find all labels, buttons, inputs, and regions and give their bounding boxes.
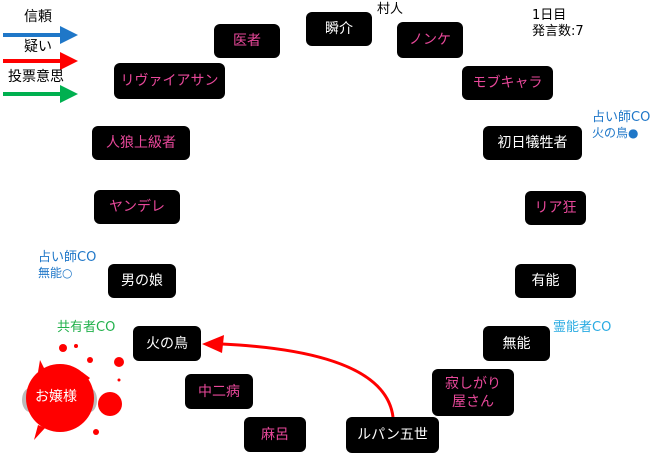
seer-claim-1-title: 占い師CO [592, 110, 651, 125]
player-otokonoko[interactable]: 男の娘 [108, 264, 176, 298]
legend-doubt-label: 疑い [24, 39, 52, 55]
medium-claim: 霊能者CO [553, 320, 612, 335]
player-sabishigariya[interactable]: 寂しがり屋さん [432, 369, 514, 416]
seer-claim-2-result: 無能○ [38, 266, 73, 280]
player-jinro-joukyuusha[interactable]: 人狼上級者 [92, 126, 190, 160]
player-hinotori[interactable]: 火の鳥 [133, 326, 201, 361]
player-riakyou[interactable]: リア狂 [525, 191, 586, 225]
day-label: 1日目 [532, 8, 567, 23]
legend-vote-label: 投票意思 [8, 69, 64, 85]
doubt-arrow-lupin-to-hinotori [202, 335, 395, 418]
player-lupin5[interactable]: ルパン五世 [346, 417, 439, 453]
player-isha[interactable]: 医者 [214, 24, 280, 58]
dead-player-ojousama[interactable]: お嬢様 [35, 389, 77, 405]
legend-trust-label: 信頼 [24, 9, 52, 25]
legend-doubt-arrow [3, 52, 78, 70]
villager-label: 村人 [377, 2, 404, 17]
player-maro[interactable]: 麻呂 [244, 417, 306, 452]
player-shunsuke[interactable]: 瞬介 [306, 12, 372, 46]
player-yandere[interactable]: ヤンデレ [94, 190, 180, 224]
blood-splatter-icon [22, 344, 124, 440]
seer-claim-1-result: 火の鳥● [592, 126, 639, 140]
seer-claim-2-title: 占い師CO [38, 250, 97, 265]
player-yuunou[interactable]: 有能 [515, 264, 576, 298]
post-count-label: 発言数:7 [532, 24, 584, 39]
player-leviathan[interactable]: リヴァイアサン [114, 63, 225, 99]
legend-vote-arrow [3, 85, 78, 103]
player-munou[interactable]: 無能 [483, 326, 550, 361]
legend-trust-arrow [3, 26, 78, 44]
player-nonke[interactable]: ノンケ [397, 22, 463, 58]
mason-claim: 共有者CO [57, 320, 116, 335]
player-mobchara[interactable]: モブキャラ [462, 66, 553, 100]
player-chuunibyou[interactable]: 中二病 [185, 374, 253, 409]
player-shonichi-giseisha[interactable]: 初日犠牲者 [483, 126, 582, 160]
